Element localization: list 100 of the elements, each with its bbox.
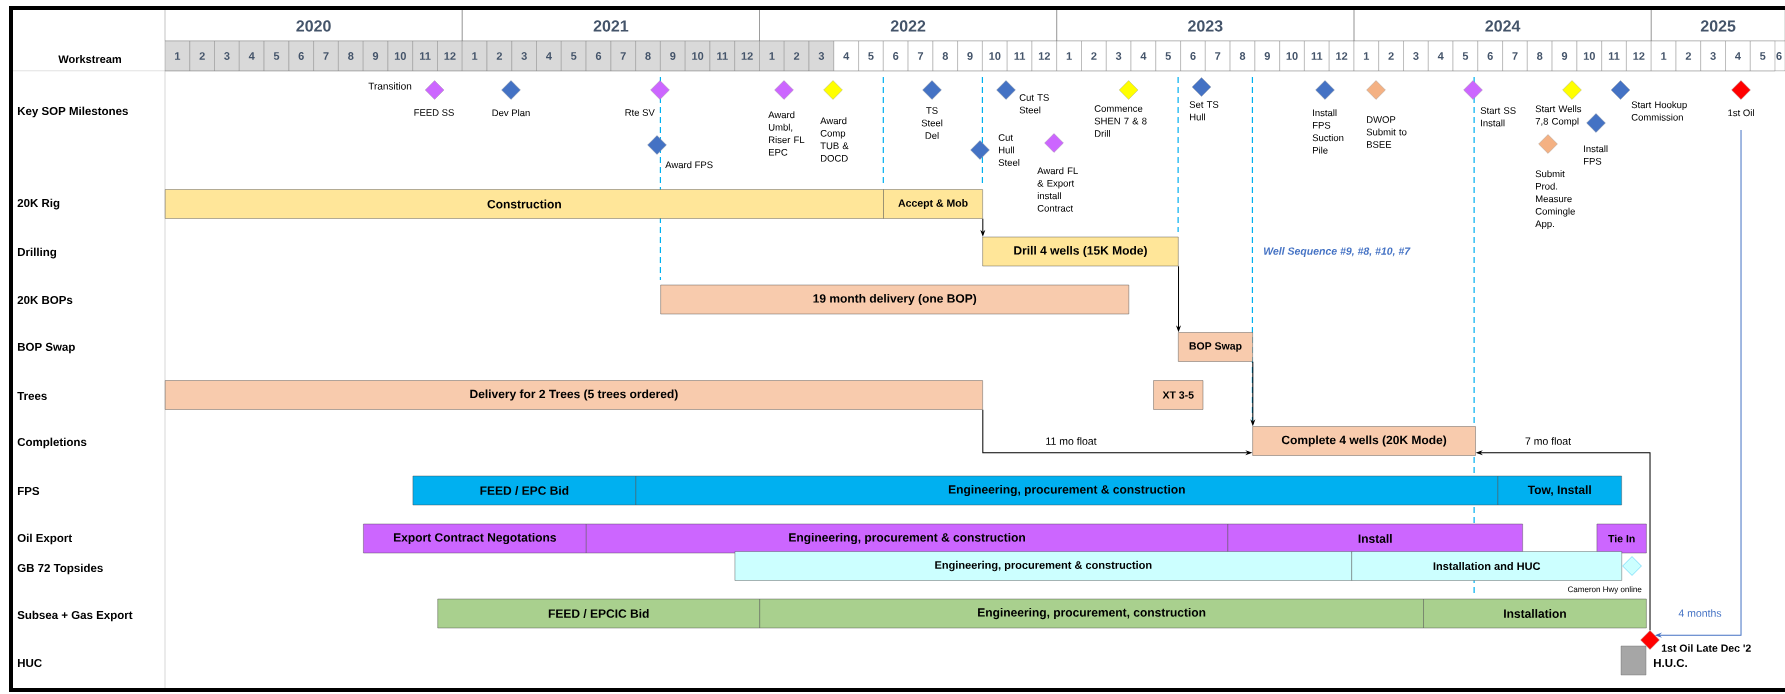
month-cell: 4 bbox=[833, 40, 859, 72]
month-cell: 12 bbox=[734, 40, 760, 72]
month-cell: 7 bbox=[313, 40, 339, 72]
month-cell: 5 bbox=[1155, 40, 1181, 72]
edge-label: 4 months bbox=[1677, 608, 1723, 618]
month-cell: 11 bbox=[709, 40, 735, 72]
milestone-label: Award Comp TUB & DOCD bbox=[820, 117, 849, 162]
month-cell: 8 bbox=[1527, 40, 1553, 72]
month-cell: 12 bbox=[1031, 40, 1057, 72]
month-cell: 10 bbox=[387, 40, 413, 72]
month-cell: 8 bbox=[1229, 40, 1256, 72]
milestone-label: Install FPS Suction Pile bbox=[1312, 109, 1344, 154]
gantt-bar: Tow, Install bbox=[1497, 475, 1622, 506]
month-cell: 4 bbox=[1130, 40, 1156, 72]
arrow bbox=[1176, 265, 1181, 332]
note-text: Well Sequence #9, #8, #10, #7 bbox=[1264, 247, 1411, 257]
month-cell: 4 bbox=[239, 40, 265, 72]
month-cell: 5 bbox=[263, 40, 289, 72]
row-label: Trees bbox=[17, 392, 47, 400]
month-cell: 4 bbox=[1725, 40, 1751, 72]
milestone-label: Start Hookup Commission bbox=[1631, 101, 1687, 121]
milestone-label: Dev Plan bbox=[492, 109, 530, 117]
arrow bbox=[1250, 361, 1255, 426]
milestone-label: H.U.C. bbox=[1654, 658, 1687, 668]
row-label: Oil Export bbox=[17, 533, 72, 545]
month-cell: 10 bbox=[1279, 40, 1305, 72]
gantt-bar: Delivery for 2 Trees (5 trees ordered) bbox=[165, 380, 983, 410]
month-cell: 7 bbox=[1205, 40, 1231, 72]
milestone-label: 1st Oil Late Dec '2 bbox=[1661, 644, 1751, 652]
edge-label: 7 mo float bbox=[1523, 436, 1573, 446]
month-cell: 7 bbox=[610, 40, 636, 72]
gantt-bar: Export Contract Negotations bbox=[363, 523, 587, 554]
gantt-bar: Install bbox=[1227, 523, 1523, 554]
row-label: HUC bbox=[17, 658, 42, 668]
month-cell: 3 bbox=[511, 40, 537, 72]
milestone-label: Award FL & Export install Contract bbox=[1037, 167, 1078, 212]
row-label: 20K BOPs bbox=[17, 295, 73, 305]
arrow bbox=[1476, 450, 1651, 631]
month-cell: 7 bbox=[1502, 40, 1528, 72]
month-cell: 6 bbox=[1477, 40, 1503, 72]
month-cell: 11 bbox=[1601, 40, 1627, 72]
month-cell: 11 bbox=[1007, 40, 1033, 72]
row-label: GB 72 Topsides bbox=[17, 563, 103, 575]
gantt-bar: FEED / EPCIC Bid bbox=[437, 598, 760, 629]
milestone-diamond bbox=[1622, 556, 1642, 576]
month-cell: 2 bbox=[1081, 40, 1107, 72]
arrow bbox=[1655, 129, 1742, 638]
milestone-label: Set TS Hull bbox=[1189, 101, 1219, 121]
milestone-label: Install FPS bbox=[1584, 145, 1608, 165]
gantt-bar: Tie In bbox=[1596, 523, 1647, 554]
milestone-label: FEED SS bbox=[414, 109, 454, 116]
milestone-label: Award Umbl, Riser FL EPC bbox=[768, 111, 805, 156]
row-label: Completions bbox=[17, 437, 87, 449]
month-cell: 1 bbox=[1651, 40, 1677, 72]
gantt-bar: XT 3-5 bbox=[1153, 380, 1204, 410]
month-cell: 11 bbox=[412, 40, 438, 72]
milestone-label: Commence SHEN 7 & 8 Drill bbox=[1094, 105, 1147, 137]
month-cell: 11 bbox=[1304, 40, 1330, 72]
note-text: Transition bbox=[368, 82, 412, 90]
month-cell: 12 bbox=[1626, 40, 1652, 72]
month-cell: 10 bbox=[1576, 40, 1602, 72]
month-cell: 6 bbox=[288, 40, 314, 72]
month-cell: 8 bbox=[635, 40, 661, 72]
month-cell: 9 bbox=[1551, 40, 1578, 72]
month-cell: 8 bbox=[932, 40, 958, 72]
month-cell: 5 bbox=[858, 40, 884, 72]
month-cell: 5 bbox=[561, 40, 587, 72]
month-cell: 8 bbox=[338, 40, 364, 72]
month-cell: 3 bbox=[214, 40, 240, 72]
gantt-bar: Drill 4 wells (15K Mode) bbox=[982, 236, 1179, 267]
month-cell: 9 bbox=[957, 40, 983, 72]
row-label: FPS bbox=[17, 486, 40, 496]
gantt-bar: FEED / EPC Bid bbox=[412, 475, 636, 506]
month-cell: 7 bbox=[907, 40, 934, 72]
milestone-label: DWOP Submit to BSEE bbox=[1366, 116, 1407, 148]
row-label: BOP Swap bbox=[17, 342, 75, 354]
milestone-label: Start Wells 7,8 Compl bbox=[1535, 105, 1582, 127]
month-cell: 1 bbox=[1056, 40, 1082, 72]
month-cell: 6 bbox=[585, 40, 612, 72]
arrow bbox=[982, 409, 1252, 455]
milestone-label: Cut TS Steel bbox=[1019, 94, 1049, 114]
month-cell: 9 bbox=[363, 40, 389, 72]
month-cell: 9 bbox=[660, 40, 686, 72]
gantt-bar: Installation bbox=[1423, 598, 1647, 629]
month-cell: 1 bbox=[1353, 40, 1379, 72]
month-cell: 12 bbox=[437, 40, 463, 72]
month-cell: 4 bbox=[536, 40, 562, 72]
month-cell: 3 bbox=[808, 40, 834, 72]
month-cell: 6 bbox=[1180, 40, 1206, 72]
month-cell: 10 bbox=[982, 40, 1008, 72]
month-cell: 2 bbox=[784, 40, 810, 72]
gantt-bar: BOP Swap bbox=[1178, 332, 1253, 362]
milestone-label: TS Steel Del bbox=[921, 107, 943, 139]
month-cell: 6 bbox=[1774, 40, 1785, 72]
month-cell: 10 bbox=[685, 40, 711, 72]
month-cell: 2 bbox=[1378, 40, 1404, 72]
column-header: Workstream bbox=[58, 54, 121, 64]
gantt-bar: Complete 4 wells (20K Mode) bbox=[1252, 426, 1476, 456]
arrow bbox=[980, 218, 985, 236]
month-cell: 5 bbox=[1452, 40, 1478, 72]
